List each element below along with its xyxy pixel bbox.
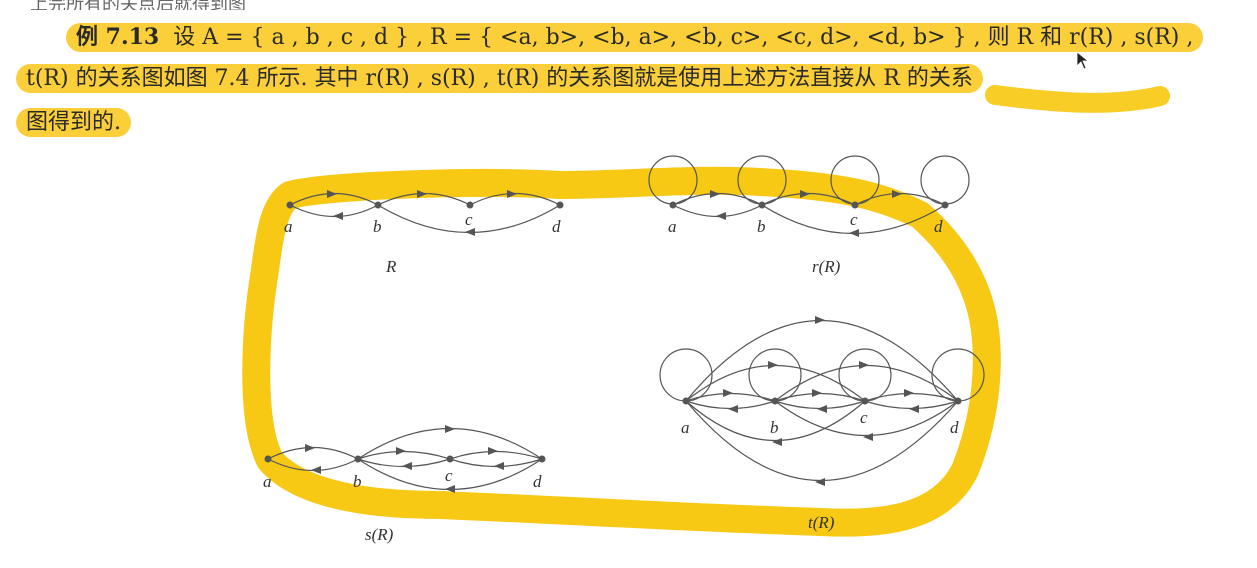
example-label: 例 7.13 (76, 24, 160, 50)
example-line-3-highlight: 图得到的. (16, 108, 131, 137)
graph-R-node-b: b (373, 217, 382, 236)
graph-sR-nodes (264, 455, 546, 463)
example-line-1-text: 设 A = { a , b , c , d } , R = { <a, b>, … (173, 25, 1194, 50)
example-line-2-text: t(R) 的关系图如图 7.4 所示. 其中 r(R) , s(R) , t(R… (26, 66, 973, 91)
graph-R-nodes (286, 201, 564, 209)
graph-tR-node-a: a (681, 418, 690, 437)
graph-sR-node-c: c (445, 466, 453, 485)
graph-R-node-a: a (284, 217, 293, 236)
previous-line-partial: 上完所有的关点后就得到图 (30, 0, 430, 10)
example-line-3: 图得到的. (16, 108, 131, 138)
highlighter-cursor-mark (985, 85, 1170, 113)
graph-sR-node-b: b (353, 472, 362, 491)
graph-R (289, 190, 561, 236)
graph-rR-node-d: d (934, 217, 943, 236)
graph-sR (267, 425, 543, 493)
graph-tR (659, 316, 985, 486)
graph-tR-nodes (682, 397, 962, 405)
graph-R-node-d: d (552, 217, 561, 236)
graph-sR-caption: s(R) (365, 525, 394, 544)
graph-tR-node-d: d (950, 418, 959, 437)
example-line-1: 例 7.13 设 A = { a , b , c , d } , R = { <a… (66, 22, 1204, 53)
graph-rR-caption: r(R) (812, 257, 841, 276)
graph-rR (648, 155, 970, 237)
graph-tR-node-c: c (860, 408, 868, 427)
graph-rR-node-b: b (757, 217, 766, 236)
graph-rR-node-c: c (850, 210, 858, 229)
graph-sR-node-d: d (533, 472, 542, 491)
graph-R-node-c: c (465, 210, 473, 229)
example-line-3-text: 图得到的. (26, 110, 121, 135)
example-line-2: t(R) 的关系图如图 7.4 所示. 其中 r(R) , s(R) , t(R… (16, 64, 983, 94)
mouse-cursor-icon (1076, 51, 1090, 70)
graph-sR-node-a: a (263, 472, 272, 491)
graph-rR-node-a: a (668, 217, 677, 236)
graph-R-caption: R (385, 257, 397, 276)
example-line-2-highlight: t(R) 的关系图如图 7.4 所示. 其中 r(R) , s(R) , t(R… (16, 64, 983, 93)
graph-tR-node-b: b (770, 418, 779, 437)
example-line-1-highlight: 例 7.13 设 A = { a , b , c , d } , R = { <a… (66, 23, 1204, 52)
graph-tR-caption: t(R) (808, 513, 835, 532)
graph-rR-nodes (669, 201, 949, 209)
